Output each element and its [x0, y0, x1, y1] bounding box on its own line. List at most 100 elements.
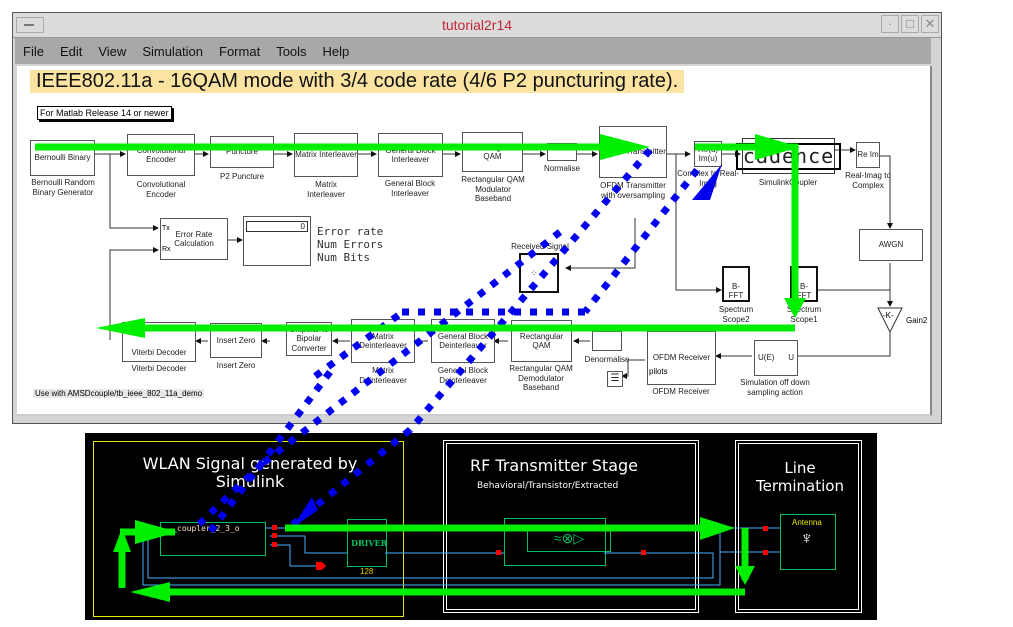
menu-tools[interactable]: Tools	[276, 43, 307, 59]
qam-modulator-block[interactable]: Rectangular QAM	[462, 132, 523, 172]
bernoulli-label: Bernoulli Random Binary Generator	[31, 178, 95, 197]
viterbi-decoder-block[interactable]: Viterbi Decoder	[122, 322, 196, 362]
denormalise-label: Denormalise	[584, 355, 630, 364]
puncture-block[interactable]: Puncture	[210, 136, 274, 168]
spectrum-scope1-block[interactable]: B- FFT	[790, 266, 818, 302]
matlab-version-note: For Matlab Release 14 or newer	[37, 106, 172, 120]
complex-to-real-imag-inner: Re(u) Im(u)	[697, 144, 718, 163]
downsample-out-port: U	[788, 353, 794, 363]
qam-modulator-inner: Rectangular QAM	[470, 142, 515, 161]
bernoulli-block-inner: Bernoulli Binary	[34, 153, 91, 163]
spectrum-scope2-inner: B- FFT	[728, 281, 744, 300]
matrix-interleaver-block[interactable]: Matrix Interleaver	[294, 133, 358, 177]
line-termination-title: Line Termination	[756, 459, 844, 495]
downsample-block[interactable]: U(E) U	[754, 340, 798, 376]
display-row-num-errors: Num Errors	[317, 238, 384, 251]
complex-to-real-imag-label: Complex to Real-Imag	[677, 169, 739, 188]
normalise-label: Normalise	[543, 164, 581, 173]
driver-value: 128	[360, 567, 374, 576]
awgn-inner: AWGN	[878, 240, 904, 250]
ofdm-receiver-block[interactable]: OFDM Receiver	[647, 331, 716, 385]
matrix-interleaver-label: Matrix Interleaver	[307, 180, 345, 199]
ofdm-transmitter-label: OFDM Transmitter with oversampling	[600, 181, 666, 200]
qam-demodulator-inner: Rectangular QAM	[519, 331, 564, 350]
insert-zero-block[interactable]: Insert Zero	[210, 323, 262, 358]
general-block-deinterleaver-label: General Block Deinterleaver	[437, 366, 489, 385]
qam-demodulator-block[interactable]: Rectangular QAM	[511, 320, 572, 362]
simulink-coupler-label: SimulinkCoupler	[758, 178, 818, 187]
general-block-interleaver-block[interactable]: General Block Interleaver	[378, 133, 443, 177]
matrix-deinterleaver-label: Matrix Deinterleaver	[359, 366, 407, 385]
cadence-logo: cadence	[735, 142, 842, 170]
puncture-label: P2 Puncture	[219, 172, 265, 181]
spectrum-scope2-block[interactable]: B- FFT	[722, 266, 750, 302]
denormalise-block[interactable]	[592, 331, 622, 351]
general-block-deinterleaver-block[interactable]: General Block Deinterleaver	[431, 319, 495, 363]
model-heading: IEEE802.11a - 16QAM mode with 3/4 code r…	[30, 70, 685, 93]
display-row-error-rate: Error rate	[317, 225, 384, 238]
spectrum-scope1-label: Spectrum Scope1	[786, 305, 822, 324]
general-block-interleaver-label: General Block Interleaver	[384, 179, 436, 198]
antenna-icon: ♆	[800, 528, 814, 548]
spectrum-scope2-label: Spectrum Scope2	[718, 305, 754, 324]
error-rate-block[interactable]: Error Rate Calculation	[160, 218, 228, 260]
awgn-block[interactable]: AWGN	[859, 229, 923, 261]
display-row-num-bits: Num Bits	[317, 251, 370, 264]
gain-inner: -K-	[883, 311, 894, 320]
gain-label: Gain2	[906, 316, 928, 325]
simulink-coupler-block[interactable]: cadence	[735, 138, 842, 174]
bernoulli-block[interactable]: Bernoulli Binary	[30, 140, 95, 176]
menu-view[interactable]: View	[98, 43, 127, 59]
error-display-block[interactable]: 0	[243, 216, 311, 266]
normalise-block[interactable]	[547, 143, 577, 161]
title-bar[interactable]: tutorial2r14 · □ ✕	[13, 13, 941, 38]
error-display-value: 0	[246, 221, 308, 233]
real-imag-to-complex-block[interactable]: Re Im	[856, 142, 880, 168]
complex-to-real-imag-block[interactable]: Re(u) Im(u)	[694, 141, 722, 167]
window-menu-button[interactable]	[16, 17, 44, 33]
ofdm-receiver-pilots-port: pilots	[649, 367, 668, 376]
qam-demodulator-label: Rectangular QAM Demodulator Baseband	[509, 364, 573, 393]
wlan-title: WLAN Signal generated by Simulink	[142, 454, 358, 491]
general-block-deinterleaver-inner: General Block Deinterleaver	[437, 331, 489, 350]
puncture-inner: Puncture	[225, 147, 259, 157]
menu-file[interactable]: File	[23, 43, 44, 59]
menu-help[interactable]: Help	[322, 43, 350, 59]
maximize-button[interactable]: □	[901, 15, 919, 33]
coupler-instance-name: coupler_2_3_o	[177, 524, 240, 533]
error-rate-rx-port: Rx	[162, 246, 171, 253]
matrix-deinterleaver-block[interactable]: Matrix Deinterleaver	[351, 319, 415, 363]
matrix-interleaver-inner: Matrix Interleaver	[295, 150, 357, 160]
rf-subtitle: Behavioral/Transistor/Extracted	[477, 481, 619, 491]
antenna-label: Antenna	[792, 518, 822, 527]
real-imag-to-complex-inner: Re Im	[857, 150, 879, 160]
downsample-in-port: U(E)	[758, 353, 775, 363]
ofdm-transmitter-block[interactable]: OFDM Transmitter	[599, 126, 667, 178]
antenna-instance[interactable]	[780, 514, 836, 570]
unipolar-bipolar-inner: Unipolar to Bipolar Converter	[289, 325, 329, 353]
close-button[interactable]: ✕	[921, 15, 939, 33]
spectrum-scope1-inner: B- FFT	[796, 281, 812, 300]
real-imag-to-complex-label: Real-Imag to Complex	[845, 171, 891, 190]
downsample-label: Simulation off down sampling action	[740, 378, 810, 397]
ofdm-transmitter-inner: OFDM Transmitter	[600, 147, 666, 157]
pilots-terminator-icon[interactable]: ☰	[607, 371, 623, 387]
menu-bar: File Edit View Simulation Format Tools H…	[15, 38, 931, 64]
menu-format[interactable]: Format	[219, 43, 261, 59]
viterbi-decoder-label: Viterbi Decoder	[131, 364, 187, 373]
conv-encoder-inner: Convolutional Encoder	[136, 145, 186, 164]
ofdm-receiver-label: OFDM Receiver	[652, 387, 710, 396]
conv-encoder-label: Convolutional Encoder	[136, 180, 186, 199]
minimize-button[interactable]: ·	[881, 15, 899, 33]
insert-zero-inner: Insert Zero	[216, 335, 256, 345]
matrix-deinterleaver-inner: Matrix Deinterleaver	[359, 331, 407, 350]
general-block-interleaver-inner: General Block Interleaver	[385, 145, 436, 164]
menu-edit[interactable]: Edit	[59, 43, 83, 59]
insert-zero-label: Insert Zero	[216, 361, 256, 370]
unipolar-bipolar-block[interactable]: Unipolar to Bipolar Converter	[286, 322, 332, 356]
ofdm-receiver-inner: OFDM Receiver	[652, 353, 711, 363]
qam-modulator-label: Rectangular QAM Modulator Baseband	[461, 175, 525, 204]
menu-simulation[interactable]: Simulation	[142, 43, 204, 59]
conv-encoder-block[interactable]: Convolutional Encoder	[127, 134, 195, 176]
received-signal-scope[interactable]: ⁘ ⁘	[519, 253, 559, 293]
